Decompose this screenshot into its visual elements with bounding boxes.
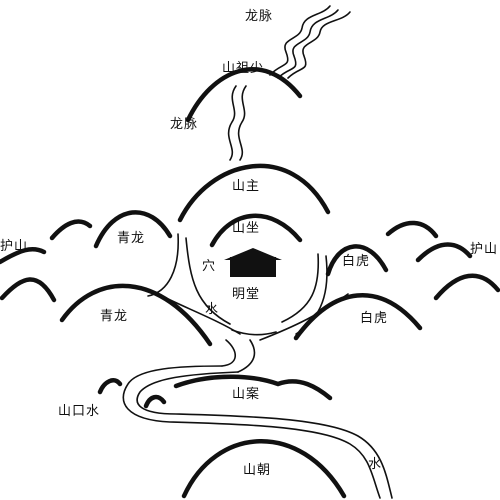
label-shaozushan: 山祖少 xyxy=(222,61,265,76)
label-shuikou: 山口水 xyxy=(58,404,101,419)
label-zuoshan: 山坐 xyxy=(232,221,261,236)
label-water-center: 水 xyxy=(205,302,220,317)
white-tiger-upper-ridge xyxy=(325,244,389,277)
house-icon xyxy=(224,248,282,277)
label-baihu-lower: 白虎 xyxy=(360,311,389,326)
label-zhushan: 山主 xyxy=(232,179,261,194)
main-mountain-ridge xyxy=(177,163,331,223)
azure-dragon-lower-ridge xyxy=(59,283,213,347)
shaozu-mountain-ridge xyxy=(185,67,303,123)
water-mouth-right-ridge xyxy=(143,394,167,409)
label-water-bottom: 水 xyxy=(368,457,383,472)
label-xue: 穴 xyxy=(202,259,217,274)
label-hushan-right: 护山 xyxy=(470,242,499,257)
label-chaoshan: 山朝 xyxy=(243,463,272,478)
label-anshan: 山案 xyxy=(232,387,261,402)
label-hushan-left: 护山 xyxy=(0,239,29,254)
guardian-right-lower-ridge xyxy=(433,273,500,301)
dragon-vein-top xyxy=(269,5,351,79)
label-qinglong-lower: 青龙 xyxy=(100,309,129,324)
azure-dragon-upper-ridge xyxy=(93,210,173,249)
guardian-left-lower-ridge xyxy=(0,277,57,303)
water-streams xyxy=(122,233,393,499)
label-longmai-top: 龙脉 xyxy=(245,9,274,24)
guardian-right-ridge xyxy=(415,242,473,263)
label-baihu-upper: 白虎 xyxy=(342,254,371,269)
guardian-left-ridge xyxy=(0,247,47,265)
label-mingtang: 明堂 xyxy=(232,287,261,302)
water-mouth-left-ridge xyxy=(97,378,123,395)
label-qinglong-upper: 青龙 xyxy=(117,231,146,246)
white-tiger-outer-ridge xyxy=(385,220,439,239)
table-mountain-ridge xyxy=(173,374,333,401)
facing-mountain-ridge xyxy=(181,439,347,499)
sitting-mountain-ridge xyxy=(209,213,303,248)
label-longmai-mid: 龙脉 xyxy=(170,117,199,132)
azure-dragon-outer-ridge xyxy=(49,219,93,241)
dragon-vein-middle xyxy=(227,85,247,161)
